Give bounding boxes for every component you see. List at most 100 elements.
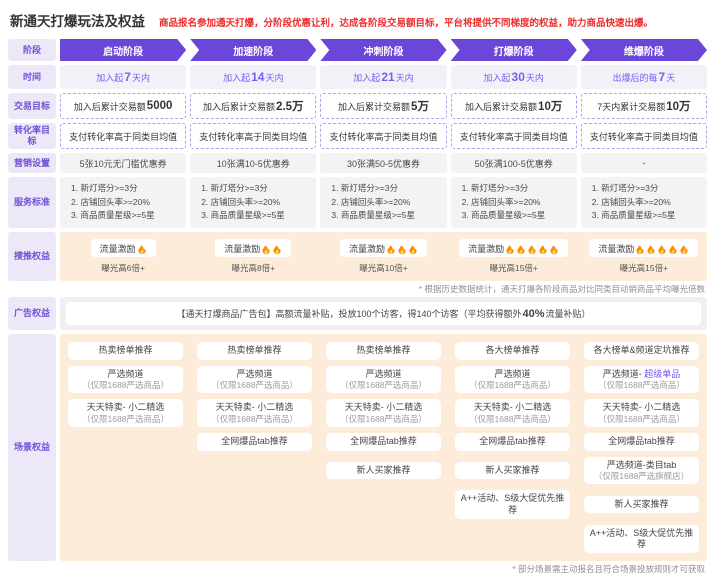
scene-benefit-text: 各大榜单推荐 xyxy=(485,345,540,356)
marketing-cell-4: 50张满100-5优惠券 xyxy=(450,153,577,173)
service-line: 1. 新灯塔分>=3分 xyxy=(201,183,268,193)
time-number: 14 xyxy=(251,70,265,84)
scene-benefit-label: 各大榜单&频道定坑推荐 xyxy=(586,345,697,356)
scene-benefit-label: 天天特卖- 小二精选 xyxy=(457,402,568,413)
scene-benefit-text: 全网爆品tab推荐 xyxy=(479,436,546,447)
scene-benefit-box: A++活动、S级大促优先推荐 xyxy=(583,524,699,554)
service-line: 1. 新灯塔分>=3分 xyxy=(331,183,398,193)
time-suf: 天 xyxy=(666,72,676,83)
scene-benefit-text: 严选频道- xyxy=(602,368,645,379)
scene-benefit-box: 严选频道（仅限1688严选商品） xyxy=(454,365,570,394)
traffic-incentive-label: 流量激励 xyxy=(468,243,505,254)
time-number: 30 xyxy=(511,70,525,84)
scene-benefit-label: 严选频道 xyxy=(328,369,439,380)
scene-benefit-sub: （仅限1688严选商品） xyxy=(469,379,556,390)
traffic-incentive-pill: 流量激励 xyxy=(339,238,427,257)
time-pre: 加入起 xyxy=(353,72,381,83)
service-line: 2. 店铺回头率>=20% xyxy=(71,196,150,207)
search-benefit-band: 流量激励曝光高6倍+流量激励曝光高8倍+流量激励曝光高10倍+流量激励曝光高15… xyxy=(60,231,707,281)
scene-benefit-label: 严选频道 xyxy=(199,369,310,380)
ad-benefit-box: 【通天打爆商品广告包】高额流量补贴，投放100个访客，得140个访客（平均获得额… xyxy=(66,302,701,326)
scene-benefit-text: 天天特卖- 小二精选 xyxy=(473,402,552,413)
scene-benefit-box: 新人买家推荐 xyxy=(583,496,699,514)
scene-benefit-sub: （仅限1688严选商品） xyxy=(211,379,298,390)
scene-benefit-box: 天天特卖- 小二精选（仅限1688严选商品） xyxy=(196,399,312,428)
ad-benefit-band: 【通天打爆商品广告包】高额流量补贴，投放100个访客，得140个访客（平均获得额… xyxy=(60,297,707,331)
time-pre: 加入起 xyxy=(483,72,511,83)
marketing-cell-5: - xyxy=(580,153,707,173)
search-benefit-footnote: * 根据历史数据统计，通天打爆各阶段商品对比同类目动销商品平均曝光倍数 xyxy=(418,283,705,294)
time-suf: 天内 xyxy=(265,72,284,83)
search-benefit-cell-3: 流量激励曝光高10倍+ xyxy=(320,238,446,274)
service-line: 3. 商品质量星级>=5星 xyxy=(591,210,676,221)
traffic-incentive-label: 流量激励 xyxy=(224,243,261,254)
row-label-stage: 阶段 xyxy=(8,39,56,61)
scene-benefit-label: 严选频道 xyxy=(70,369,181,380)
scene-benefit-sub: （仅限1688严选商品） xyxy=(598,413,685,424)
scene-benefit-sub: （仅限1688严选商品） xyxy=(340,379,427,390)
service-line: 2. 店铺回头率>=20% xyxy=(461,196,541,207)
scene-benefit-text: 天天特卖- 小二精选 xyxy=(86,402,165,413)
ad-text-suf: 流量补贴） xyxy=(545,309,591,320)
trade-amount: 5000 xyxy=(146,100,173,112)
traffic-incentive-label: 流量激励 xyxy=(99,243,136,254)
search-benefit-cell-1: 流量激励曝光高6倍+ xyxy=(60,238,186,274)
traffic-incentive-pill: 流量激励 xyxy=(90,238,156,257)
time-pre: 出爆后的每 xyxy=(612,72,658,83)
scene-benefit-label: 天天特卖- 小二精选 xyxy=(328,402,439,413)
scene-benefit-label: A++活动、S级大促优先推荐 xyxy=(457,493,568,516)
fire-icon xyxy=(409,245,417,254)
scene-benefit-label: 热卖榜单推荐 xyxy=(199,345,310,356)
scene-benefit-text: 天天特卖- 小二精选 xyxy=(344,402,423,413)
scene-benefit-sub: （仅限1688严选商品） xyxy=(82,379,169,390)
scene-benefit-band: 热卖榜单推荐热卖榜单推荐热卖榜单推荐各大榜单推荐各大榜单&频道定坑推荐严选频道（… xyxy=(60,334,707,562)
scene-benefit-text: 新人买家推荐 xyxy=(485,464,540,475)
fire-icon xyxy=(138,245,146,254)
scene-benefit-label: 热卖榜单推荐 xyxy=(70,345,181,356)
exposure-text: 曝光高6倍+ xyxy=(101,262,145,273)
page-subtitle: 商品报名参加通天打爆，分阶段优惠让利，达成各阶段交易额目标，平台将提供不同梯度的… xyxy=(159,18,654,29)
scene-benefit-box: 天天特卖- 小二精选（仅限1688严选商品） xyxy=(454,399,570,428)
scene-benefit-text: 各大榜单&频道定坑推荐 xyxy=(593,345,690,356)
service-line: 3. 商品质量星级>=5星 xyxy=(201,210,285,221)
row-label-service: 服务标准 xyxy=(8,177,56,228)
scene-benefit-text: 热卖榜单推荐 xyxy=(356,345,411,356)
trade-amount: 10万 xyxy=(538,101,563,113)
stage-arrow-1: 启动阶段 xyxy=(60,39,186,61)
scene-benefit-box: 全网爆品tab推荐 xyxy=(196,433,312,451)
row-label-scene: 场景权益 xyxy=(8,334,56,562)
fire-icon xyxy=(387,245,395,254)
time-pre: 加入起 xyxy=(96,72,124,83)
scene-benefit-label: 新人买家推荐 xyxy=(328,465,439,476)
ad-text-pre: 【通天打爆商品广告包】高额流量补贴，投放100个访客，得140个访客（平均获得额… xyxy=(176,309,522,320)
scene-benefit-sub: （仅限1688严选商品） xyxy=(82,413,169,424)
scene-benefit-box: 热卖榜单推荐 xyxy=(68,342,183,360)
time-suf: 天内 xyxy=(131,72,150,83)
fire-icon xyxy=(398,245,406,254)
scene-benefit-box: 热卖榜单推荐 xyxy=(325,342,441,360)
page-header: 新通天打爆玩法及权益 商品报名参加通天打爆，分阶段优惠让利，达成各阶段交易额目标… xyxy=(10,10,705,30)
scene-benefit-sub: （仅限1688严选商品） xyxy=(340,413,427,424)
scene-benefit-footnote: * 部分场景需主动报名且符合场景投放规则才可获取 xyxy=(512,564,705,574)
scene-benefit-label: 严选频道-类目tab xyxy=(586,460,697,471)
ad-percent: 40% xyxy=(522,307,545,320)
conversion-cell-4: 支付转化率高于同类目均值 xyxy=(450,123,577,149)
exposure-text: 曝光高10倍+ xyxy=(359,262,408,273)
trade-pre: 加入后累计交易额 xyxy=(338,101,411,112)
traffic-incentive-pill: 流量激励 xyxy=(589,238,699,257)
service-line: 3. 商品质量星级>=5星 xyxy=(71,210,155,221)
row-label-ad: 广告权益 xyxy=(8,297,56,331)
scene-benefit-label: 天天特卖- 小二精选 xyxy=(199,402,310,413)
stage-arrow-5: 维爆阶段 xyxy=(581,39,707,61)
scene-benefit-label: 全网爆品tab推荐 xyxy=(457,436,568,447)
fire-icon xyxy=(528,245,536,254)
scene-benefit-label: 新人买家推荐 xyxy=(457,465,568,476)
scene-benefit-text: 严选频道-类目tab xyxy=(606,459,677,470)
fire-icon xyxy=(262,245,270,254)
row-label-trade: 交易目标 xyxy=(8,93,56,119)
scene-benefit-sub: （仅限1688严选商品） xyxy=(598,379,685,390)
